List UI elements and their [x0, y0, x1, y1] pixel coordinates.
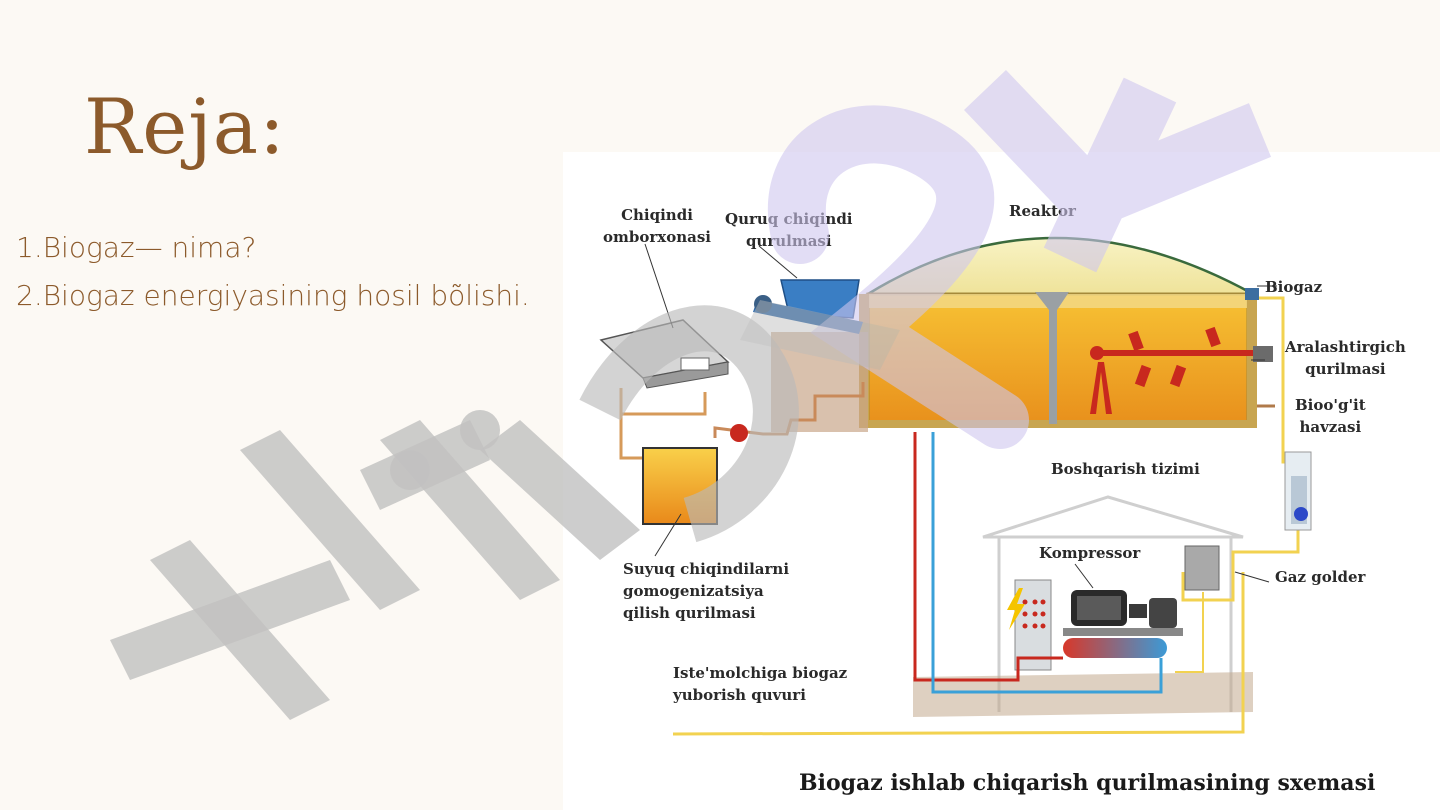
biogas-plant-diagram: Chiqindi omborxonasi Quruq chiqindi quru… — [563, 152, 1440, 810]
agenda-item-2: 2.Biogaz energiyasining hosil bõlishi. — [16, 279, 530, 312]
label-gas-holder: Gaz golder — [1275, 568, 1366, 586]
homogenizer-tank — [642, 447, 718, 525]
gas-holder — [1184, 545, 1220, 591]
label-mixer: Aralashtirgich qurilmasi — [1285, 338, 1406, 378]
mixer — [1090, 326, 1255, 414]
label-biofertilizer-pond: Bioo'g'it havzasi — [1295, 396, 1366, 436]
dry-waste-unit — [753, 279, 863, 334]
feed-pump — [730, 424, 748, 442]
label-consumer-pipe: Iste'molchiga biogaz yuborish quvuri — [673, 664, 848, 704]
label-homogenizer: Suyuq chiqindilarni gomogenizatsiya qili… — [623, 560, 790, 622]
waste-storage-building — [599, 319, 730, 389]
heat-exchanger — [1063, 638, 1167, 658]
agenda-item-1: 1.Biogaz— nima? — [16, 231, 257, 264]
biofertilizer-pond — [1257, 404, 1312, 531]
label-dry-waste-unit: Quruq chiqindi qurulmasi — [725, 210, 853, 250]
diagram-drawing — [599, 236, 1312, 736]
label-waste-storage: Chiqindi omborxonasi — [603, 206, 711, 246]
reactor-dome — [863, 236, 1254, 296]
slide-title: Reja: — [84, 82, 286, 171]
label-biogas: Biogaz — [1265, 278, 1323, 296]
compressor — [1063, 590, 1183, 636]
reactor-tank — [866, 292, 1250, 426]
diagram-caption: Biogaz ishlab chiqarish qurilmasining sx… — [799, 770, 1376, 796]
label-compressor: Kompressor — [1039, 544, 1141, 562]
control-building — [913, 495, 1253, 717]
label-reactor: Reaktor — [1009, 202, 1076, 220]
label-control-system: Boshqarish tizimi — [1051, 460, 1200, 478]
agenda-list: 1.Biogaz— nima? 2.Biogaz energiyasining … — [16, 224, 530, 320]
